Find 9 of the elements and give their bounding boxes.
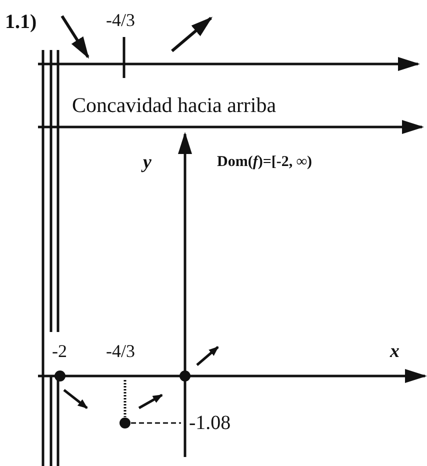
- axis-label: y: [143, 153, 152, 172]
- tick-label: -4/3: [106, 342, 135, 360]
- tick-label: -2: [52, 342, 67, 360]
- tick-label: -4/3: [106, 11, 135, 29]
- problem-number: 1.1): [5, 12, 37, 32]
- interval-label: Concavidad hacia arriba: [72, 95, 276, 116]
- value-label: -1.08: [189, 413, 231, 433]
- axis-label: x: [390, 342, 400, 361]
- domain-label: Dom(f)=[-2, ∞): [217, 155, 312, 170]
